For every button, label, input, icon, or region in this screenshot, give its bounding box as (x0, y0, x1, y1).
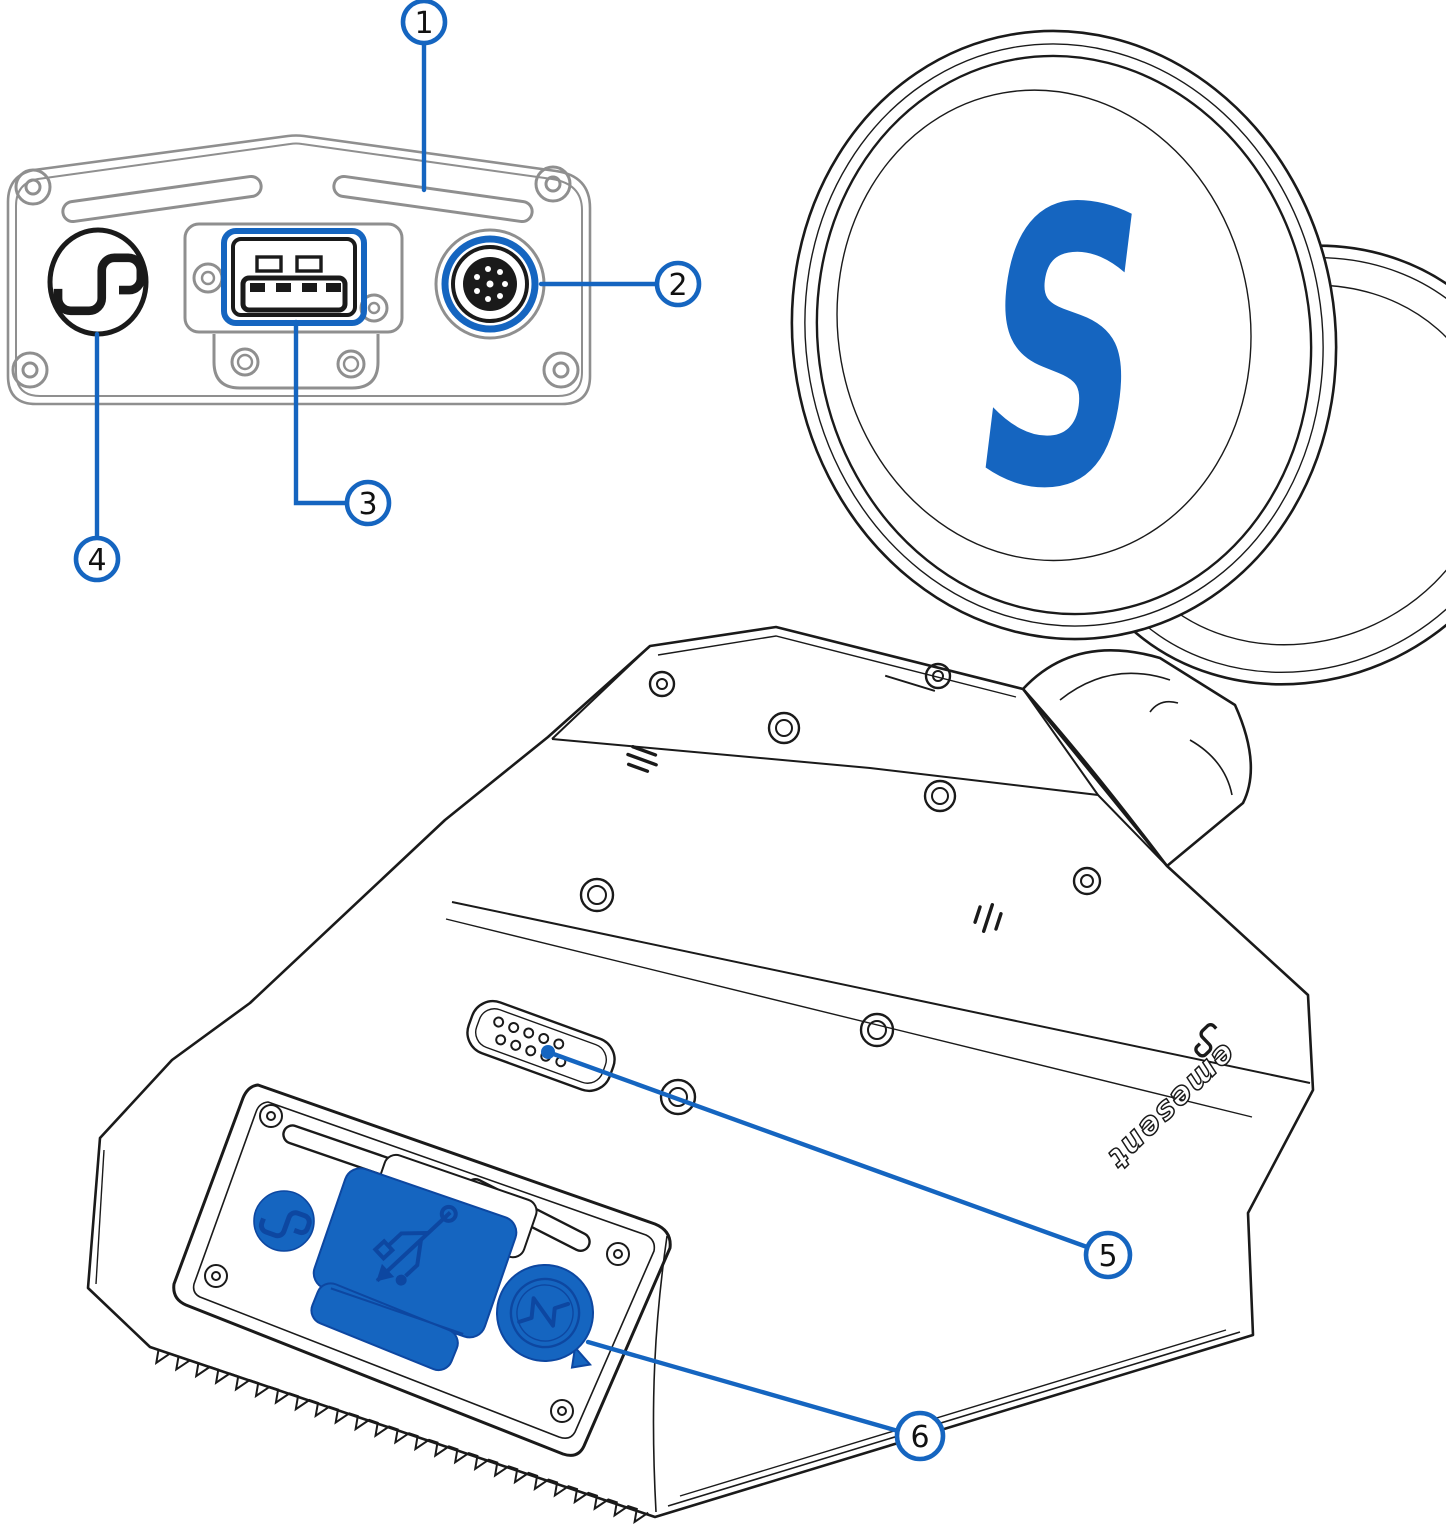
usb-cover (310, 1153, 538, 1372)
callout-marker (654, 260, 702, 308)
mic-vent-icon (973, 902, 1003, 934)
logo-emblem (47, 227, 149, 337)
panel-screw (204, 1104, 630, 1423)
facet-line (445, 918, 1253, 1118)
connector-pin (474, 266, 508, 302)
power-connector (434, 228, 546, 340)
sensor-discs: S (790, 29, 1446, 686)
rear-plate (551, 635, 1168, 867)
mount-arm (1021, 648, 1253, 868)
callout-marker (894, 1410, 946, 1462)
corner-screw (11, 165, 580, 389)
callout-number: 1 (414, 6, 433, 41)
facet-line (451, 901, 1311, 1084)
usb-port (183, 222, 404, 334)
bottom-skirt-line (679, 1329, 1227, 1497)
usb-trident-icon (372, 1204, 458, 1286)
front-disc (790, 29, 1338, 641)
status-highlight (881, 674, 936, 705)
callout-leader (585, 1339, 901, 1434)
callout-number: 6 (910, 1420, 929, 1455)
power-cap (496, 1264, 594, 1369)
callout-marker (1083, 1230, 1133, 1280)
left-skirt-line (95, 1149, 105, 1285)
callout-number: 3 (358, 487, 377, 522)
usb-contact (250, 283, 341, 292)
panel-outline (6, 134, 592, 406)
callout-marker (73, 535, 121, 583)
callout-3: 3 (293, 319, 392, 527)
panel-outline-inner (15, 142, 583, 397)
pulse-icon (517, 1296, 571, 1328)
callout-4: 4 (73, 331, 121, 583)
aux-connector-pocket (466, 999, 616, 1093)
callout-number: 4 (87, 543, 106, 578)
bottom-skirt-line (667, 1331, 1241, 1507)
callout-1: 1 (400, 0, 448, 193)
callout-2: 2 (538, 260, 702, 308)
vent-slot (332, 174, 534, 224)
vent-slot (61, 174, 263, 224)
usb-housing (183, 222, 404, 334)
front-io-panel (172, 1083, 672, 1457)
mic-vent-icon (626, 745, 658, 773)
callout-marker (344, 479, 392, 527)
callout-number: 5 (1098, 1239, 1117, 1274)
callout-number: 2 (668, 268, 687, 303)
s-wave-icon (58, 258, 141, 311)
device-body: emesent (86, 625, 1315, 1524)
screw-boss (579, 662, 1102, 1048)
callout-6: 6 (585, 1339, 946, 1462)
panel-logo-disc (253, 1190, 315, 1252)
callout-leader (293, 319, 350, 506)
callout-5: 5 (541, 1045, 1133, 1280)
callout-marker (400, 0, 448, 46)
usb-connector (231, 237, 357, 317)
callout-leader (545, 1049, 1090, 1250)
connector-panel-front-view (6, 134, 592, 406)
heatsink-serration (149, 1346, 649, 1524)
